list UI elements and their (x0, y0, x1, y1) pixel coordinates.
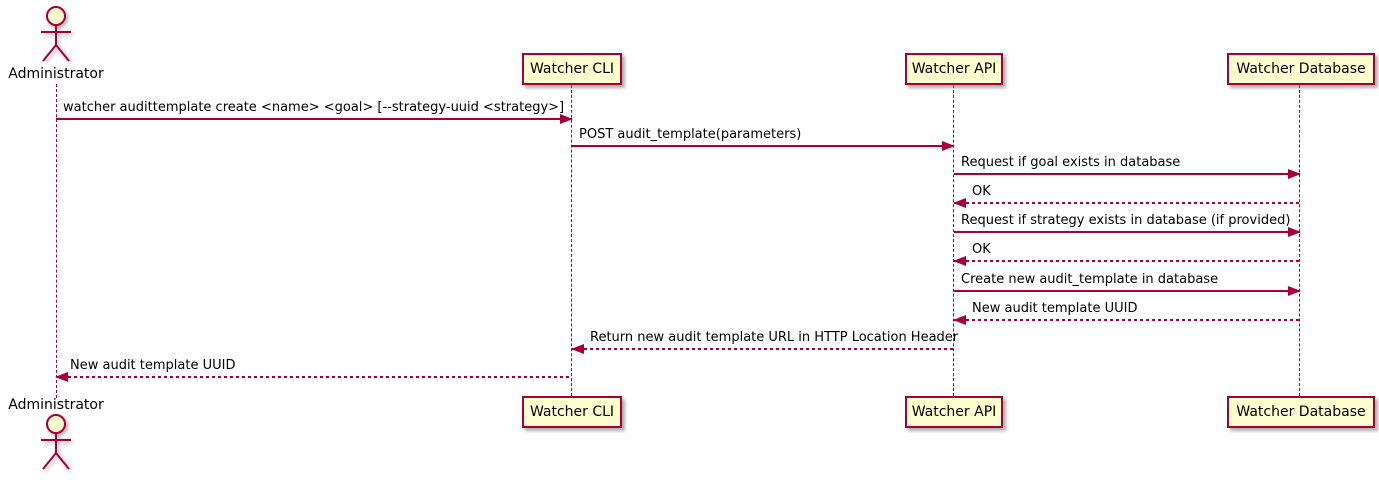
lifeline-watcher-api (953, 85, 954, 396)
participant-label: Watcher CLI (529, 404, 615, 420)
message-label: Return new audit template URL in HTTP Lo… (590, 330, 959, 345)
arrowhead-left-icon (953, 198, 966, 208)
actor-label-top: Administrator (8, 66, 104, 82)
actor-icon (37, 413, 75, 475)
message-label: POST audit_template(parameters) (579, 127, 802, 142)
participant-label: Watcher API (911, 404, 997, 420)
arrowhead-left-icon (953, 315, 966, 325)
arrowhead-right-icon (942, 141, 955, 151)
arrowhead-right-icon (1288, 227, 1301, 237)
message-label: New audit template UUID (70, 358, 236, 373)
message-line (954, 169, 1301, 179)
participant-watcher-api-bottom: Watcher API (905, 396, 1003, 428)
message-label: OK (972, 184, 991, 199)
lifeline-watcher-cli (571, 85, 572, 396)
message-line (953, 315, 1300, 325)
message-label: OK (972, 242, 991, 257)
message-line (55, 372, 572, 382)
message-line (954, 286, 1301, 296)
participant-watcher-database-bottom: Watcher Database (1227, 396, 1375, 428)
message-label: Create new audit_template in database (961, 272, 1219, 287)
participant-watcher-api-top: Watcher API (905, 53, 1003, 85)
message-label: New audit template UUID (972, 301, 1138, 316)
participant-label: Watcher Database (1236, 404, 1366, 420)
message-line (953, 256, 1300, 266)
participant-watcher-cli-top: Watcher CLI (522, 53, 622, 85)
message-label: watcher audittemplate create <name> <goa… (63, 100, 565, 115)
participant-label: Watcher API (911, 61, 997, 77)
message-line (954, 227, 1301, 237)
participant-label: Watcher Database (1236, 61, 1366, 77)
message-line (571, 344, 954, 354)
participant-watcher-database-top: Watcher Database (1227, 53, 1375, 85)
actor-label-bottom: Administrator (8, 397, 104, 413)
message-line (572, 141, 955, 151)
participant-label: Watcher CLI (529, 61, 615, 77)
actor-icon (37, 5, 75, 67)
arrowhead-left-icon (953, 256, 966, 266)
participant-watcher-cli-bottom: Watcher CLI (522, 396, 622, 428)
message-label: Request if strategy exists in database (… (961, 213, 1291, 228)
arrowhead-right-icon (1288, 169, 1301, 179)
lifeline-watcher-database (1299, 85, 1300, 396)
arrowhead-right-icon (1288, 286, 1301, 296)
arrowhead-left-icon (571, 344, 584, 354)
arrowhead-left-icon (55, 372, 68, 382)
message-label: Request if goal exists in database (961, 155, 1181, 170)
message-line (953, 198, 1300, 208)
message-line (56, 114, 573, 124)
lifeline-administrator (56, 84, 57, 398)
arrowhead-right-icon (560, 114, 573, 124)
